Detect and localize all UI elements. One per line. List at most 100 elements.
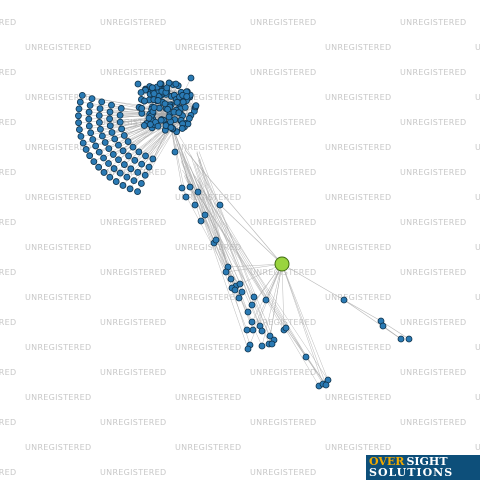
graph-node[interactable] <box>116 111 124 119</box>
graph-node[interactable] <box>138 104 146 112</box>
graph-node[interactable] <box>244 345 252 353</box>
graph-node[interactable] <box>98 132 106 140</box>
graph-node[interactable] <box>118 125 126 133</box>
graph-node[interactable] <box>106 173 114 181</box>
graph-node[interactable] <box>175 109 183 117</box>
graph-node[interactable] <box>125 152 132 160</box>
graph-node[interactable] <box>282 324 290 332</box>
graph-node[interactable] <box>134 168 142 176</box>
graph-node[interactable] <box>227 275 235 283</box>
graph-node[interactable] <box>75 105 83 113</box>
graph-node[interactable] <box>111 135 119 143</box>
graph-node[interactable] <box>75 112 82 120</box>
graph-node[interactable] <box>127 165 135 173</box>
graph-node[interactable] <box>178 184 186 192</box>
graph-node[interactable] <box>87 129 95 137</box>
graph-node[interactable] <box>150 104 158 111</box>
graph-node[interactable] <box>112 178 120 185</box>
graph-node[interactable] <box>249 326 257 334</box>
graph-node[interactable] <box>173 98 181 106</box>
graph-node[interactable] <box>106 108 114 116</box>
graph-node[interactable] <box>124 138 132 145</box>
graph-node[interactable] <box>157 116 165 124</box>
graph-node[interactable] <box>119 182 127 189</box>
graph-node[interactable] <box>119 147 127 155</box>
graph-node[interactable] <box>129 143 137 151</box>
graph-node[interactable] <box>165 113 173 121</box>
graph-node[interactable] <box>248 318 256 326</box>
graph-node[interactable] <box>145 114 153 122</box>
graph-node[interactable] <box>197 217 205 225</box>
graph-node[interactable] <box>248 301 256 309</box>
graph-node[interactable] <box>149 155 157 163</box>
graph-node[interactable] <box>243 326 251 334</box>
graph-node[interactable] <box>154 97 162 104</box>
graph-node[interactable] <box>238 288 246 296</box>
graph-node[interactable] <box>182 193 190 201</box>
graph-node[interactable] <box>154 122 162 130</box>
graph-node[interactable] <box>141 97 148 105</box>
graph-node[interactable] <box>123 173 131 181</box>
graph-node[interactable] <box>201 211 209 219</box>
graph-node[interactable] <box>95 148 103 156</box>
graph-node[interactable] <box>186 183 194 191</box>
graph-node[interactable] <box>262 296 270 304</box>
graph-node[interactable] <box>138 160 146 168</box>
graph-node[interactable] <box>88 95 96 103</box>
graph-node[interactable] <box>216 201 224 209</box>
graph-node[interactable] <box>85 122 93 130</box>
graph-node[interactable] <box>89 136 97 143</box>
graph-node[interactable] <box>131 156 139 164</box>
graph-node[interactable] <box>340 296 348 304</box>
graph-node[interactable] <box>183 93 191 100</box>
graph-node[interactable] <box>146 121 154 128</box>
graph-node[interactable] <box>106 115 114 123</box>
graph-node[interactable] <box>101 139 109 146</box>
graph-node[interactable] <box>134 80 142 88</box>
graph-node[interactable] <box>96 105 104 113</box>
graph-node[interactable] <box>116 169 124 177</box>
graph-node[interactable] <box>85 115 93 123</box>
graph-node[interactable] <box>192 102 200 110</box>
graph-node[interactable] <box>95 163 103 171</box>
graph-node[interactable] <box>116 118 124 126</box>
graph-node[interactable] <box>258 342 266 350</box>
graph-node[interactable] <box>322 381 330 389</box>
graph-node[interactable] <box>167 124 175 131</box>
graph-node[interactable] <box>164 105 172 113</box>
graph-node[interactable] <box>258 327 266 335</box>
graph-node[interactable] <box>142 152 149 160</box>
graph-node[interactable] <box>137 89 145 96</box>
graph-node[interactable] <box>100 154 107 162</box>
graph-node[interactable] <box>161 100 169 108</box>
graph-node[interactable] <box>379 322 387 330</box>
graph-node[interactable] <box>108 101 115 109</box>
graph-node[interactable] <box>191 201 199 209</box>
graph-node[interactable] <box>76 126 83 133</box>
graph-node[interactable] <box>266 332 274 340</box>
graph-node[interactable] <box>194 188 202 196</box>
graph-node[interactable] <box>79 139 87 147</box>
graph-node[interactable] <box>236 280 244 288</box>
graph-node[interactable] <box>212 236 220 244</box>
graph-node[interactable] <box>171 148 179 156</box>
graph-node[interactable] <box>76 98 84 106</box>
graph-node[interactable] <box>95 112 103 119</box>
graph-node[interactable] <box>156 80 164 88</box>
graph-node[interactable] <box>130 177 138 185</box>
graph-node[interactable] <box>187 74 195 82</box>
graph-node[interactable] <box>97 125 104 133</box>
graph-node[interactable] <box>120 132 128 139</box>
graph-node[interactable] <box>75 119 82 127</box>
graph-node[interactable] <box>105 160 112 167</box>
graph-node[interactable] <box>235 294 243 302</box>
graph-node[interactable] <box>178 125 186 132</box>
graph-node[interactable] <box>172 80 180 88</box>
graph-node[interactable] <box>141 171 149 179</box>
graph-node[interactable] <box>110 165 118 172</box>
graph-node[interactable] <box>222 268 230 276</box>
graph-node[interactable] <box>77 132 85 140</box>
graph-node[interactable] <box>115 156 122 164</box>
graph-node[interactable] <box>120 161 128 168</box>
graph-node[interactable] <box>250 293 258 301</box>
